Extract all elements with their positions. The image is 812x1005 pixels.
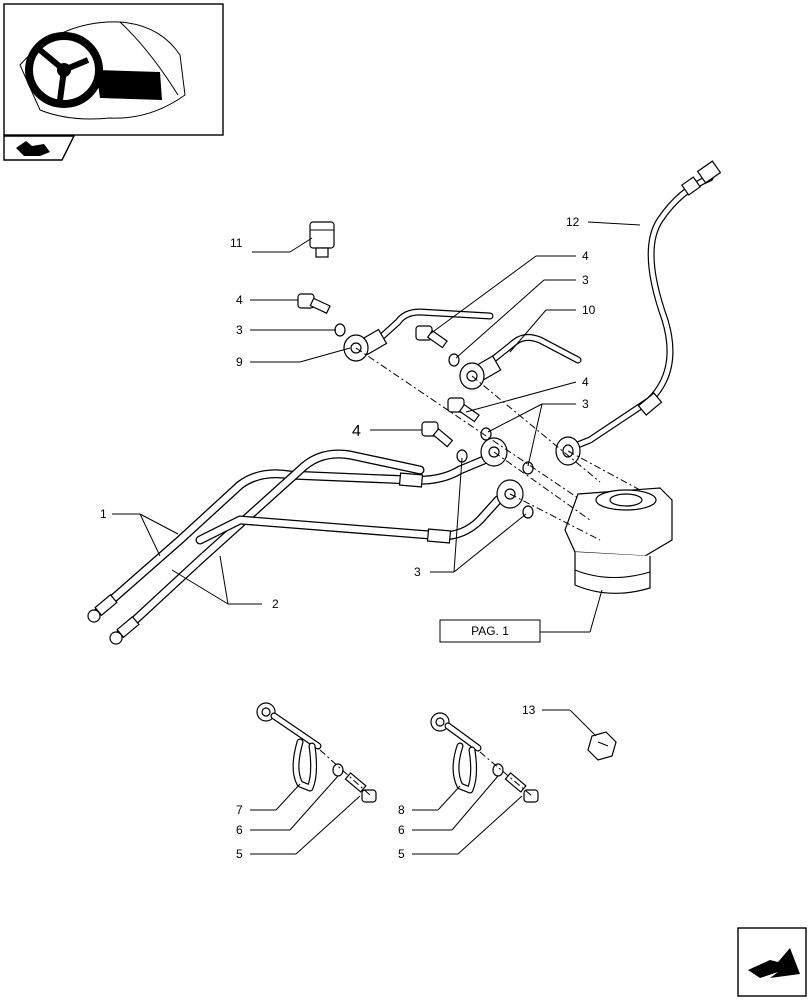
- bracket-7-group: [256, 702, 377, 803]
- callout-1: 1: [100, 507, 107, 521]
- hand-pointer-icon: [16, 141, 50, 156]
- callout-4-mid: 4: [582, 375, 589, 389]
- callout-3-left: 3: [236, 323, 243, 337]
- callout-3-bottom: 3: [414, 565, 421, 579]
- callout-6-left: 6: [236, 823, 243, 837]
- steering-wheel-locator-icon: [19, 21, 186, 120]
- callout-5-left: 5: [236, 847, 243, 861]
- washer-right-lower: [522, 505, 534, 519]
- callout-12: 12: [566, 215, 580, 229]
- part-12-pipe: [555, 160, 722, 466]
- next-page-button[interactable]: [737, 927, 807, 997]
- callout-6-right: 6: [398, 823, 405, 837]
- bolt-upper-left: [297, 293, 346, 337]
- callout-4-left: 4: [236, 293, 243, 307]
- leader-lines: [112, 221, 641, 855]
- page-reference-box[interactable]: PAG. 1: [439, 619, 541, 643]
- bracket-8-group: [430, 712, 539, 803]
- callout-5-right: 5: [398, 847, 405, 861]
- page-marker[interactable]: [3, 135, 76, 161]
- part-10-pipe: [459, 333, 582, 390]
- next-page-arrow-icon: [748, 948, 800, 978]
- callout-9: 9: [236, 355, 243, 369]
- callout-11: 11: [230, 236, 243, 250]
- part-2-pipe: [109, 449, 524, 645]
- part-11-adaptor: [309, 221, 335, 258]
- callout-8: 8: [398, 803, 405, 817]
- callout-3-top: 3: [582, 273, 589, 287]
- assembly-lines: [355, 347, 641, 541]
- locator-thumbnail[interactable]: [3, 3, 224, 136]
- part-13-nut: [587, 731, 617, 761]
- callout-2: 2: [272, 597, 279, 611]
- callout-7: 7: [236, 803, 243, 817]
- callout-4-top: 4: [582, 249, 589, 263]
- bolt-lower: [421, 421, 468, 463]
- callout-13: 13: [522, 703, 536, 717]
- callout-10: 10: [582, 303, 596, 317]
- bolt-mid: [447, 397, 492, 441]
- callout-3-mid: 3: [582, 397, 589, 411]
- bolt-upper-mid: [415, 325, 460, 367]
- callout-4-big: 4: [352, 423, 361, 440]
- steering-unit: [564, 487, 673, 594]
- page-reference-label: PAG. 1: [471, 624, 509, 638]
